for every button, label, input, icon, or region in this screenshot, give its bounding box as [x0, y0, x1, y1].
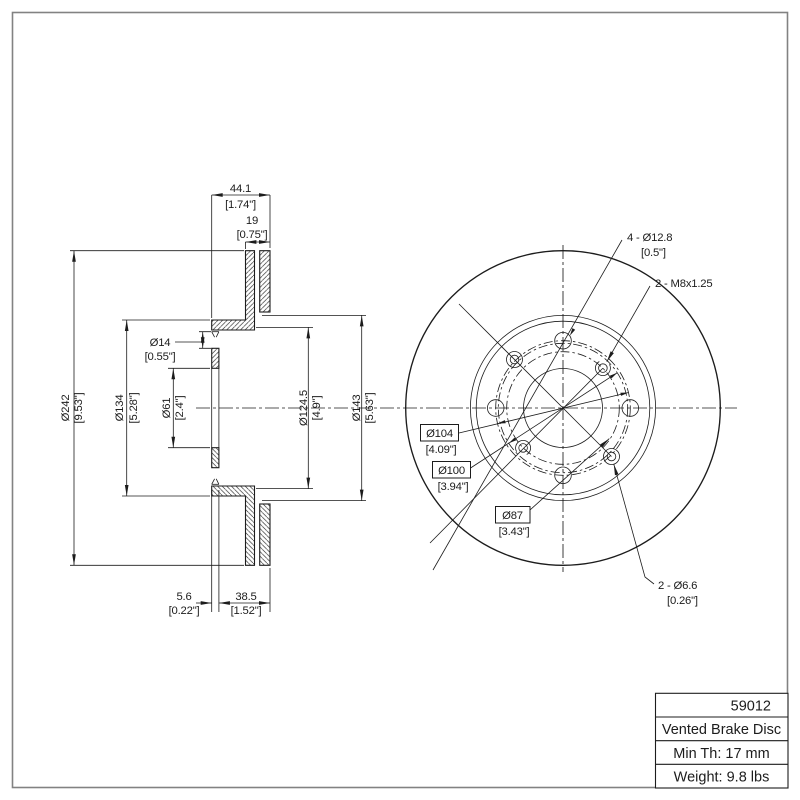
thread-holes	[515, 360, 611, 456]
dim-width-total-in: [1.74"]	[225, 199, 256, 211]
dim-width-total-mm: 44.1	[230, 183, 251, 195]
dim-vent-inner-diameter-in: [5.63"]	[364, 393, 376, 424]
dim-hat-depth-mm: 38.5	[235, 591, 256, 603]
front-view-callouts: Ø104 [4.09"] Ø100 [3.94"] Ø87 [3.43"] 4 …	[420, 232, 713, 607]
dim-outer-diameter-mm: Ø242	[60, 395, 72, 422]
callout-bc-104-in: [4.09"]	[426, 444, 457, 456]
hat-flange-circle	[469, 314, 656, 501]
title-block: 59012 Vented Brake Disc Min Th: 17 mm We…	[654, 692, 789, 789]
bolt-circle-87	[506, 351, 620, 465]
hat-circle	[475, 320, 651, 496]
dim-rotor-thickness-mm: 19	[246, 215, 258, 227]
min-thickness: Min Th: 17 mm	[673, 746, 769, 762]
callout-bc-100-in: [3.94"]	[438, 481, 469, 493]
callout-bc-87-in: [3.43"]	[499, 526, 530, 538]
disc-outer-circle	[405, 250, 721, 566]
dim-rotor-thickness-in: [0.75"]	[237, 229, 268, 241]
front-view-leader-lines	[429, 239, 655, 585]
dim-bolt-hole-mm: Ø14	[150, 337, 171, 349]
dim-hat-inner-diameter-mm: Ø124.5	[298, 390, 310, 426]
callout-lug-holes-in: [0.5"]	[641, 247, 666, 259]
callout-small-holes-label: 2 - Ø6.6	[658, 580, 697, 592]
dim-outer-diameter-in: [9.53"]	[73, 393, 85, 424]
callout-lug-holes-label: 4 - Ø12.8	[627, 232, 672, 244]
section-dimension-lines	[72, 193, 364, 605]
bolt-circle-100	[497, 342, 629, 474]
callout-bc-100-label: Ø100	[438, 465, 465, 477]
dim-bolt-hole-in: [0.55"]	[145, 351, 176, 363]
dim-flange-thickness-in: [0.22"]	[169, 605, 200, 617]
bolt-circle-104	[495, 340, 631, 476]
callout-thread-holes-label: 2 - M8x1.25	[655, 278, 712, 290]
dim-center-bore-in: [2.4"]	[174, 396, 186, 421]
section-view: 44.1 [1.74"] 19 [0.75"] Ø242 [9.53"] Ø13…	[60, 183, 737, 617]
callout-small-holes-in: [0.26"]	[667, 595, 698, 607]
dim-flange-thickness-mm: 5.6	[176, 591, 191, 603]
section-top-half	[211, 250, 271, 369]
small-holes	[506, 351, 620, 465]
front-view-arrowheads	[497, 328, 629, 444]
part-number: 59012	[731, 699, 771, 715]
weight: Weight: 9.8 lbs	[674, 770, 770, 786]
center-bore-circle	[523, 368, 603, 448]
dim-hat-inner-diameter-in: [4.9"]	[311, 396, 323, 421]
dim-hat-diameter-mm: Ø134	[114, 395, 126, 422]
callout-bc-104-label: Ø104	[426, 428, 453, 440]
disc-circles	[405, 250, 721, 566]
lug-holes	[487, 332, 640, 485]
dim-hat-depth-in: [1.52"]	[231, 605, 262, 617]
section-extension-lines	[70, 195, 366, 612]
product-type: Vented Brake Disc	[662, 722, 781, 738]
dim-hat-diameter-in: [5.28"]	[128, 393, 140, 424]
drawing-frame	[11, 11, 789, 789]
section-dimension-labels: 44.1 [1.74"] 19 [0.75"] Ø242 [9.53"] Ø13…	[60, 183, 376, 617]
dim-center-bore-mm: Ø61	[161, 398, 173, 419]
dim-vent-inner-diameter-mm: Ø143	[351, 395, 363, 422]
callout-bc-87-label: Ø87	[502, 510, 523, 522]
front-view: Ø104 [4.09"] Ø100 [3.94"] Ø87 [3.43"] 4 …	[405, 232, 721, 607]
